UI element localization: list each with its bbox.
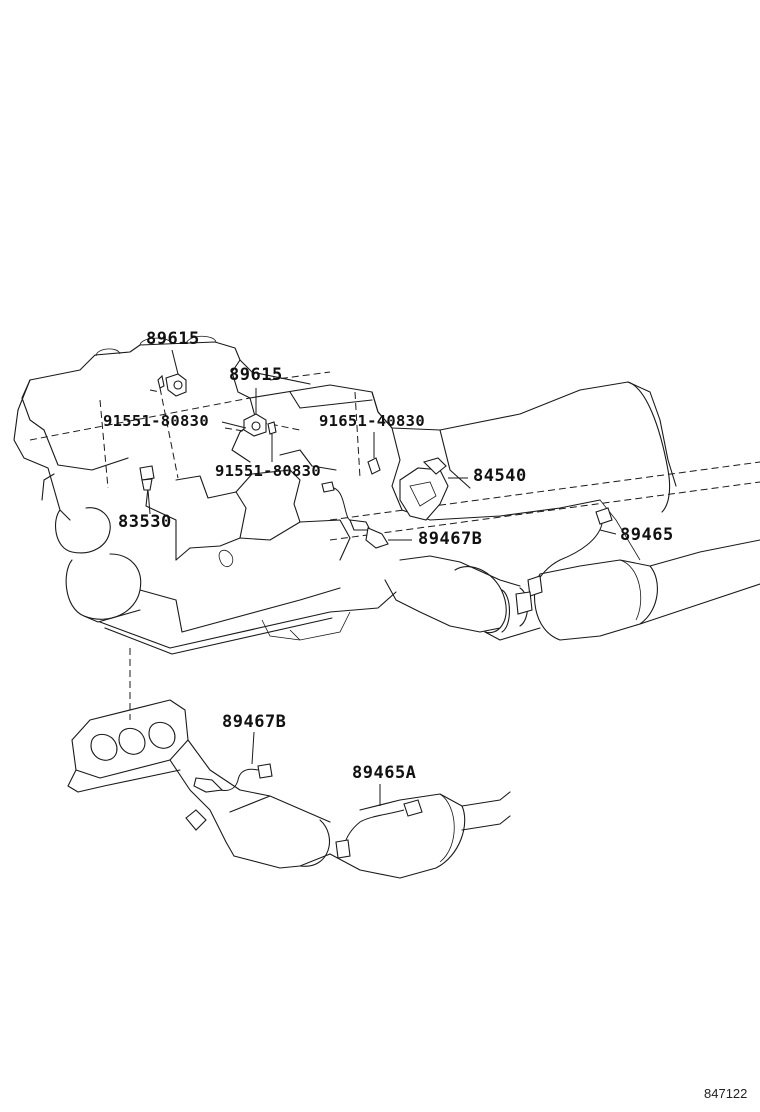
callout-89467B-lower: 89467B bbox=[222, 712, 287, 732]
exhaust-manifold bbox=[67, 699, 511, 879]
neutral-switch-84540 bbox=[399, 457, 449, 521]
oxygen-sensor-89467B-upper bbox=[321, 481, 389, 549]
callout-91651-40830: 91651-40830 bbox=[319, 412, 425, 430]
oil-pressure-switch-83530 bbox=[139, 465, 155, 491]
transmission-housing bbox=[329, 381, 760, 633]
callout-83530: 83530 bbox=[118, 512, 172, 532]
oxygen-sensor-89467B-lower bbox=[193, 763, 273, 793]
callout-89465: 89465 bbox=[620, 525, 674, 545]
figure-reference-number: 847122 bbox=[704, 1086, 748, 1101]
callout-91551-80830-left: 91551-80830 bbox=[103, 412, 209, 430]
relation-lines bbox=[129, 371, 361, 720]
bolt-91651 bbox=[367, 457, 381, 475]
oxygen-sensor-89465A-lower bbox=[335, 799, 423, 859]
callout-89467B-upper: 89467B bbox=[418, 529, 483, 549]
callout-89465A: 89465A bbox=[352, 763, 417, 783]
callout-89615-upper: 89615 bbox=[146, 329, 200, 349]
knock-sensor-89615-upper bbox=[157, 373, 187, 397]
leader-lines bbox=[147, 349, 617, 806]
engine-block bbox=[13, 335, 397, 655]
upper-exhaust bbox=[454, 539, 760, 641]
callout-89615-lower: 89615 bbox=[229, 365, 283, 385]
oxygen-sensor-89465-upper bbox=[515, 507, 613, 615]
callout-84540: 84540 bbox=[473, 466, 527, 486]
callout-91551-80830-right: 91551-80830 bbox=[215, 462, 321, 480]
knock-sensor-89615-lower bbox=[243, 413, 277, 437]
